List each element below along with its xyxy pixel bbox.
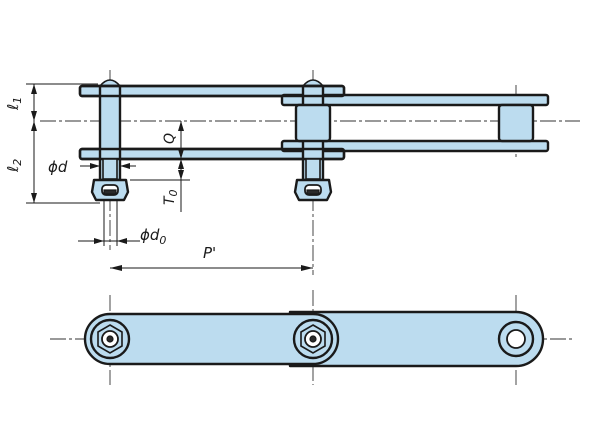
label-l1: ℓ1 (4, 97, 24, 111)
arrow-t0-top (178, 159, 184, 169)
bushing-middle (294, 103, 332, 143)
plan-nut-left (89, 318, 131, 360)
label-phi-d0: ϕd0 (140, 226, 166, 247)
nut-left (90, 158, 130, 202)
roller-right (497, 103, 535, 143)
label-l2: ℓ2 (4, 159, 24, 173)
nut-middle (293, 158, 333, 202)
arrow-t0-bottom (178, 170, 184, 180)
arrow-q-bottom (178, 149, 184, 159)
arrow-phi-d-right (120, 163, 130, 169)
outer-plate-upper-edge (78, 84, 346, 98)
side-view: ℓ1 ℓ2 ϕd Q T0 ϕd0 (4, 70, 580, 275)
arrow-d0-left (94, 238, 104, 244)
arrow-l2-bottom (31, 193, 37, 203)
arrow-d0-right (117, 238, 127, 244)
arrow-l1-top (31, 84, 37, 94)
label-q: Q (162, 133, 178, 144)
arrow-q-top (178, 121, 184, 131)
arrow-pitch-right (301, 265, 313, 271)
arrow-l2-top (31, 121, 37, 131)
inner-plate-upper (280, 93, 550, 107)
outer-plate-lower-edge (78, 147, 346, 161)
arrow-pitch-left (110, 265, 122, 271)
label-t0: T0 (162, 189, 180, 205)
plan-inner-plate (288, 310, 545, 368)
plan-hole-right (497, 320, 535, 358)
label-phi-d: ϕd (48, 158, 68, 176)
plan-outer-plate (83, 312, 340, 366)
inner-plate-lower (280, 139, 550, 153)
arrow-phi-d-left (90, 163, 100, 169)
arrow-l1-bottom (31, 111, 37, 121)
plan-nut-middle (292, 318, 334, 360)
plan-view (50, 290, 575, 385)
label-pitch: P' (203, 244, 216, 262)
